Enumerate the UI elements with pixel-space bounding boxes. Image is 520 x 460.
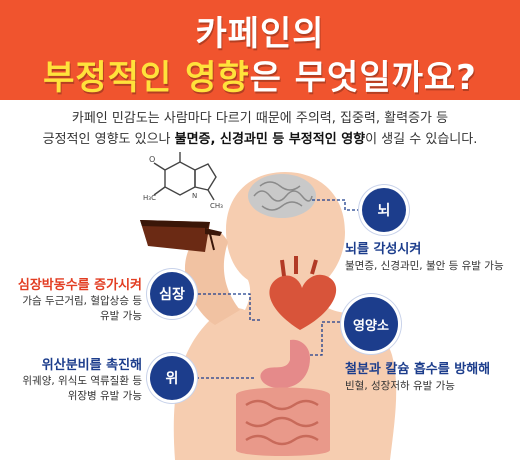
intestines-icon [236,387,330,456]
stomach-desc-line2: 위장병 유발 가능 [67,390,142,402]
svg-text:CH₃: CH₃ [173,150,186,152]
caffeine-molecule-icon: O H₃C CH₃ CH₃ N [143,150,223,210]
title-highlight: 부정적인 영향 [43,58,250,98]
stomach-desc-line1: 위궤양, 위식도 역류질환 등 [22,375,142,387]
heart-icon [269,256,337,330]
svg-text:CH₃: CH₃ [210,202,223,210]
brain-icon [248,174,316,218]
intro-line2-start: 긍정적인 영향도 있으나 [42,132,175,147]
heart-heading: 심장박동수를 증가시켜 [17,278,142,293]
title-rest: 은 무엇일까요? [249,58,477,98]
svg-text:N: N [192,192,197,200]
intro-text: 카페인 민감도는 사람마다 다르기 때문에 주의력, 집중력, 활력증가 등 긍… [10,108,510,150]
body-illustration: O H₃C CH₃ CH₃ N [140,150,397,460]
stomach-heading: 위산분비를 촉진해 [41,358,142,373]
heart-desc-line2: 유발 가능 [100,310,142,322]
nutrition-bubble: 영양소 [344,297,398,351]
heart-bubble: 심장 [150,272,194,316]
coffee-cup-icon [140,220,222,252]
intro-line1: 카페인 민감도는 사람마다 다르기 때문에 주의력, 집중력, 활력증가 등 [71,111,449,126]
nutrition-heading: 철분과 칼슘 흡수를 방해해 [345,362,491,377]
stomach-bubble: 위 [150,356,194,400]
stomach-icon [260,339,310,389]
svg-text:O: O [149,155,155,164]
brain-desc: 불면증, 신경과민, 불안 등 유발 가능 [345,260,504,272]
svg-text:H₃C: H₃C [143,194,156,202]
heart-desc-line1: 가슴 두근거림, 혈압상승 등 [22,295,142,307]
title-banner [0,0,520,100]
title-line1: 카페인의 [195,14,325,54]
intro-line2-bold: 불면증, 신경과민 등 부정적인 영향 [174,132,366,147]
connector-lines [196,199,362,379]
nutrition-desc: 빈혈, 성장저하 유발 가능 [345,380,455,392]
brain-heading: 뇌를 각성시켜 [345,242,422,257]
intro-line2-end: 이 생길 수 있습니다. [365,132,478,147]
title-line2: 부정적인 영향은 무엇일까요? [0,50,520,99]
brain-bubble: 뇌 [362,188,406,232]
intro-line2: 긍정적인 영향도 있으나 불면증, 신경과민 등 부정적인 영향이 생길 수 있… [10,129,510,150]
